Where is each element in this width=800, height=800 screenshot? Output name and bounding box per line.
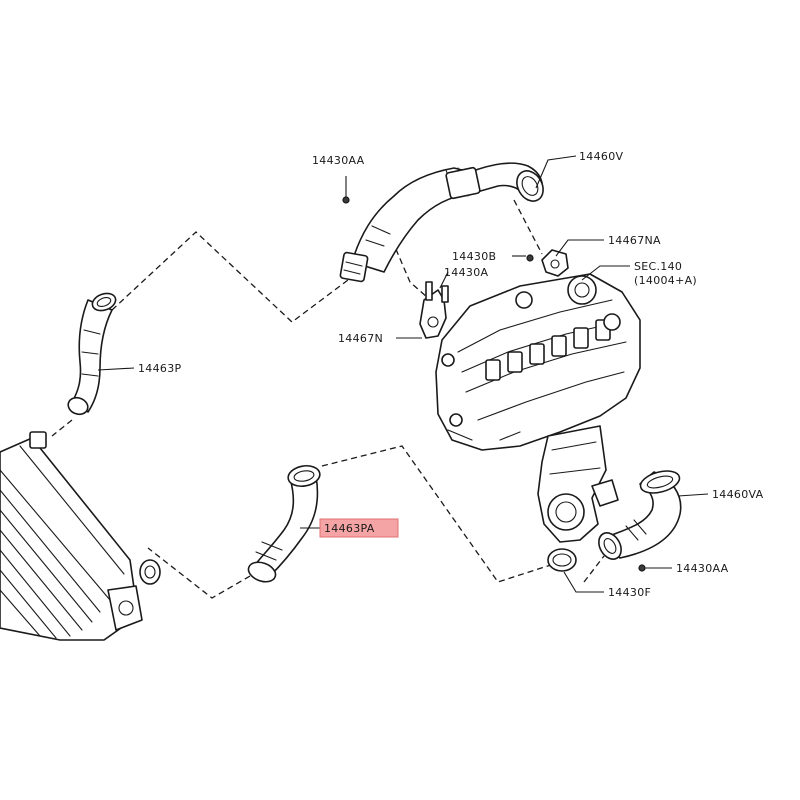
- label-14467n: 14467N: [338, 332, 383, 345]
- bracket-14467na: [541, 249, 569, 277]
- clamp-14430f: [547, 548, 577, 572]
- bolt-14430aa-top: [342, 196, 350, 204]
- label-14460va: 14460VA: [712, 488, 764, 501]
- bolt-14430aa-bottom: [638, 564, 646, 572]
- label-sec140-sub: (14004+A): [634, 274, 697, 287]
- hose-14460va: [598, 470, 682, 560]
- leader-14467na: [555, 239, 604, 257]
- label-14467na: 14467NA: [608, 234, 661, 247]
- label-14430a: 14430A: [444, 266, 488, 279]
- leader-14430a: [439, 271, 449, 289]
- route-line-clamp: [583, 555, 605, 583]
- label-14460v: 14460V: [579, 150, 623, 163]
- leader-14430f: [563, 571, 604, 593]
- label-14430aa-bottom: 14430AA: [676, 562, 729, 575]
- leader-14460v: [535, 155, 577, 189]
- label-14430aa-top: 14430AA: [312, 154, 365, 167]
- leader-14463p: [97, 367, 135, 371]
- highlight-box-14463pa: [319, 518, 399, 538]
- hose-14463pa: [247, 464, 321, 583]
- hose-14463p: [67, 292, 117, 416]
- leader-14460va: [677, 493, 709, 497]
- route-line-upper-right: [391, 239, 429, 299]
- route-line-upper: [111, 231, 357, 323]
- route-line-bottom-left: [147, 547, 251, 599]
- hose-14460v: [339, 162, 544, 283]
- label-14430f: 14430F: [608, 586, 651, 599]
- label-14463p: 14463P: [138, 362, 181, 375]
- intercooler: [0, 431, 161, 641]
- engine-assembly: [435, 273, 641, 543]
- label-14463pa: 14463PA: [324, 522, 375, 535]
- label-14430b: 14430B: [452, 250, 496, 263]
- part-labels: 14430AA 14460V 14467NA 14430B 14430A SEC…: [138, 150, 764, 599]
- label-sec140: SEC.140: [634, 260, 682, 273]
- route-line-lower: [321, 445, 561, 583]
- routing-lines: [51, 199, 605, 599]
- leader-sec140: [581, 265, 630, 281]
- bracket-14467n: [419, 281, 449, 339]
- leader-lines: [97, 155, 709, 593]
- fasteners: [342, 176, 646, 572]
- bolt-14430b: [526, 254, 534, 262]
- route-line-left: [51, 419, 73, 437]
- route-line-top-right: [513, 199, 543, 255]
